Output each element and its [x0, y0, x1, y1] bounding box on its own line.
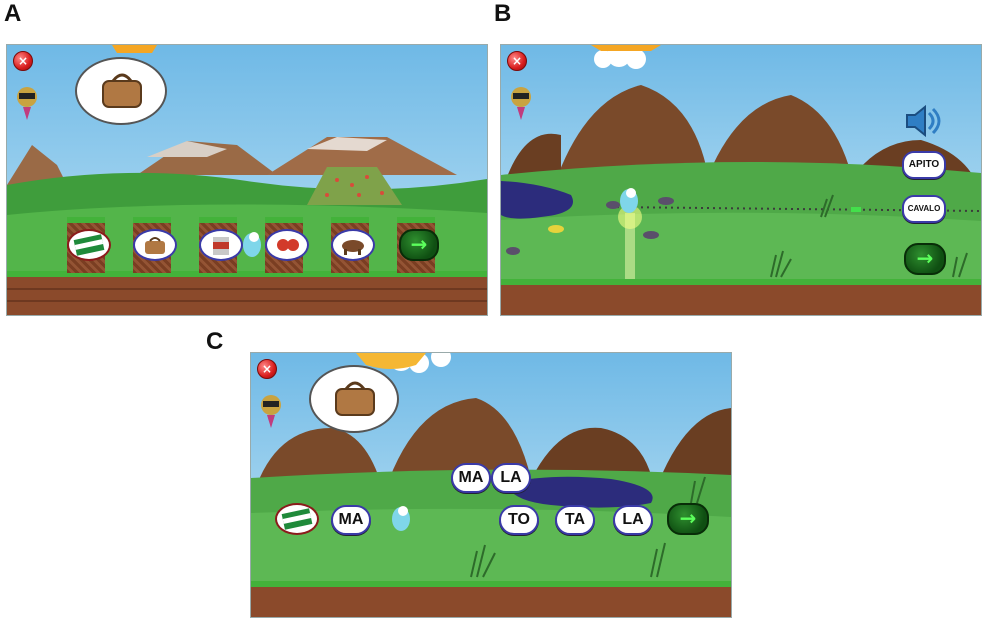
panel-b-label: B: [494, 0, 512, 27]
close-button[interactable]: ×: [13, 51, 33, 71]
panel-a-label: A: [4, 0, 22, 27]
option-card-5[interactable]: [331, 229, 375, 261]
speech-bubble: [75, 57, 167, 125]
word-option-1[interactable]: APITO: [902, 151, 946, 179]
speaker-icon[interactable]: [901, 103, 945, 139]
panel-c-screen: × MA LA MA TO TA LA →: [250, 352, 732, 618]
syllable-top-2[interactable]: LA: [491, 463, 531, 493]
panel-a-screen: × →: [6, 44, 488, 316]
syllable-row-2[interactable]: TA: [555, 505, 595, 535]
option-card-1[interactable]: [67, 229, 111, 261]
flag-icon: [73, 234, 105, 256]
player-bird-icon: [620, 188, 638, 213]
flag-card[interactable]: [275, 503, 319, 535]
next-arrow-button[interactable]: →: [667, 503, 709, 535]
horse-icon: [342, 240, 364, 255]
close-icon: ×: [511, 54, 523, 68]
option-card-3[interactable]: [199, 229, 243, 261]
panel-b-scene: [501, 45, 981, 315]
panel-c-scene: [251, 353, 731, 617]
next-arrow-button[interactable]: →: [904, 243, 946, 275]
flag-icon: [281, 508, 313, 530]
bag-icon: [335, 381, 375, 416]
bag-icon: [102, 73, 142, 108]
syllable-top-1[interactable]: MA: [451, 463, 491, 493]
can-icon: [213, 237, 229, 255]
panel-b-screen: × APITO CAVALO →: [500, 44, 982, 316]
syllable-row-3[interactable]: LA: [613, 505, 653, 535]
arrow-right-icon: →: [916, 246, 934, 270]
panel-c-label: C: [206, 328, 224, 355]
arrow-right-icon: →: [410, 232, 428, 256]
syllable-left[interactable]: MA: [331, 505, 371, 535]
robot-guide-icon: [17, 87, 37, 120]
close-icon: ×: [17, 54, 29, 68]
close-button[interactable]: ×: [257, 359, 277, 379]
robot-guide-icon: [261, 395, 281, 428]
close-button[interactable]: ×: [507, 51, 527, 71]
syllable-row-1[interactable]: TO: [499, 505, 539, 535]
next-arrow-button[interactable]: →: [399, 229, 439, 261]
boxing-glove-icon: [277, 239, 299, 251]
player-bird-icon: [243, 232, 261, 257]
arrow-right-icon: →: [679, 506, 697, 530]
option-card-4[interactable]: [265, 229, 309, 261]
speech-bubble: [309, 365, 399, 433]
bag-icon: [145, 237, 165, 254]
word-option-2[interactable]: CAVALO: [902, 195, 946, 223]
player-bird-icon: [392, 506, 410, 531]
option-card-2[interactable]: [133, 229, 177, 261]
robot-guide-icon: [511, 87, 531, 120]
close-icon: ×: [261, 362, 273, 376]
